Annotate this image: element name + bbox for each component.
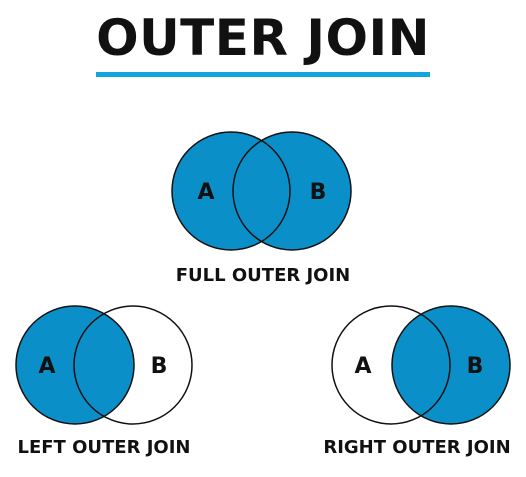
page-title: OUTER JOIN xyxy=(96,9,430,67)
left-circle-b xyxy=(73,305,193,425)
full-label-a: A xyxy=(197,180,214,205)
caption-right-outer-join: RIGHT OUTER JOIN xyxy=(323,437,511,458)
left-label-b: B xyxy=(151,354,168,379)
right-overlap-outline xyxy=(392,306,451,424)
left-circle-a xyxy=(15,305,135,425)
full-circle-b xyxy=(232,131,352,251)
full-label-b: B xyxy=(310,180,327,205)
left-label-a: A xyxy=(38,354,55,379)
full-overlap-outline xyxy=(233,132,291,250)
venn-left-outer-join: A B xyxy=(15,305,193,425)
venn-full-outer-join: A B xyxy=(171,131,352,251)
caption-full-outer-join: FULL OUTER JOIN xyxy=(175,265,351,286)
caption-left-outer-join: LEFT OUTER JOIN xyxy=(17,437,191,458)
venn-right-outer-join: A B xyxy=(331,305,511,425)
title-underline xyxy=(96,72,430,77)
right-label-b: B xyxy=(467,354,484,379)
right-circle-b xyxy=(391,305,511,425)
right-label-a: A xyxy=(354,354,371,379)
